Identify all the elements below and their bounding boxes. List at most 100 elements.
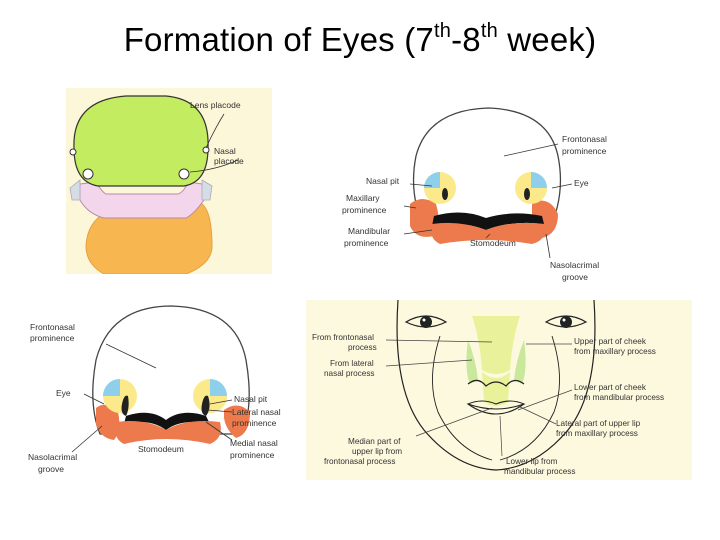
upper-lip [466, 400, 526, 410]
label-maxillary-1: Maxillary [346, 193, 380, 203]
lower-lip [467, 403, 525, 415]
label-nasolacrimal-1: Nasolacrimal [550, 260, 599, 270]
leader-eye [551, 183, 573, 189]
right-nasal-placode [178, 168, 190, 180]
label-lower-lip-1: Lower lip from [506, 457, 558, 466]
label-lower-cheek-1: Lower part of cheek [574, 383, 647, 392]
right-maxillary-prominence [224, 405, 250, 438]
label-lateral-nasal-1: Lateral nasal [232, 407, 281, 417]
leader-nasolacrimal [545, 233, 551, 259]
leader-lateral-nasal [207, 409, 233, 413]
stomodeum-mouth [432, 212, 544, 230]
right-eye-highlight [562, 318, 566, 322]
label-frontonasal-1: Frontonasal [562, 134, 607, 144]
label-nasolacrimal-2: groove [562, 272, 588, 282]
leader-lateral-nasal [385, 359, 473, 367]
label-nasal-placode-1: Nasal [214, 146, 236, 156]
label-lateral-lip-2: from maxillary process [556, 429, 638, 438]
label-lower-lip-2: mandibular process [504, 467, 575, 476]
leader-lower-lip [499, 415, 503, 457]
label-lens-placode: Lens placode [190, 100, 241, 110]
label-from-frontonasal-1: From frontonasal [312, 333, 374, 342]
right-cheek-line [499, 335, 560, 461]
left-cheek-line [432, 335, 493, 461]
leader-frontonasal [105, 343, 157, 369]
label-maxillary-2: prominence [342, 205, 387, 215]
right-iris [560, 316, 572, 328]
title-sup-1: th [433, 20, 452, 42]
label-from-frontonasal-2: process [348, 343, 377, 352]
leader-lower-cheek [517, 389, 573, 411]
title-suffix: week) [497, 21, 597, 58]
label-stomodeum: Stomodeum [138, 444, 184, 454]
mandibular-prominence [115, 421, 221, 444]
right-nasal-pit [524, 188, 530, 200]
slide-title: Formation of Eyes (7th-8th week) [0, 20, 720, 59]
label-mandibular-2: prominence [344, 238, 389, 248]
leader-nasolacrimal [71, 425, 103, 453]
title-sup-2: th [480, 20, 498, 42]
leader-medial-nasal [205, 421, 233, 441]
label-lateral-lip-1: Lateral part of upper lip [556, 419, 641, 428]
left-grey-tissue [69, 179, 81, 201]
right-lateral-nasal-region [514, 340, 526, 384]
leader-median-lip [415, 407, 493, 437]
leader-frontonasal [385, 339, 493, 343]
left-nasal-placode [82, 168, 94, 180]
label-upper-cheek-2: from maxillary process [574, 347, 656, 356]
title-mid: -8 [451, 21, 481, 58]
head-frontal-view-week7: Frontonasal prominence Nasal pit Eye Max… [342, 107, 607, 282]
label-nasal-pit: Nasal pit [366, 176, 400, 186]
left-lens-placode [69, 148, 77, 156]
lens-placode-diagram: Lens placode Nasal placode [66, 88, 272, 274]
leader-eye [83, 393, 105, 405]
stomodeum-mouth [124, 412, 210, 430]
left-eye-highlight [422, 318, 426, 322]
label-frontonasal-2: prominence [30, 333, 75, 343]
left-iris [420, 316, 432, 328]
leader-nasal-placode [189, 159, 239, 173]
label-median-lip-2: upper lip from [352, 447, 402, 456]
right-eye-blue [531, 172, 547, 188]
face-outline [396, 300, 596, 471]
left-eye-blue [424, 172, 440, 188]
label-nasal-pit: Nasal pit [234, 394, 268, 404]
head-frontal-view-week8: Frontonasal prominence Eye Nasal pit Lat… [28, 305, 281, 474]
mandibular-prominence [431, 222, 545, 244]
leader-frontonasal [503, 143, 559, 157]
right-eye-blue [210, 379, 227, 396]
left-lateral-nasal-region [466, 340, 478, 384]
label-median-lip-3: frontonasal process [324, 457, 395, 466]
right-lens-placode [202, 146, 210, 154]
left-nasal-pit [121, 395, 129, 416]
label-from-lateral-2: nasal process [324, 369, 375, 378]
label-mandibular-1: Mandibular [348, 226, 390, 236]
left-nasal-pit [442, 188, 448, 200]
leader-lateral-lip [517, 405, 557, 425]
leader-mandibular [403, 229, 433, 235]
label-upper-cheek-1: Upper part of cheek [574, 337, 647, 346]
face-derivatives-diagram: From frontonasal process From lateral na… [306, 300, 692, 480]
label-eye: Eye [574, 178, 589, 188]
label-from-lateral-1: From lateral [330, 359, 374, 368]
label-lateral-nasal-2: prominence [232, 418, 277, 428]
left-maxillary-prominence [96, 404, 120, 440]
leader-nasal-pit [409, 183, 433, 187]
label-lower-cheek-2: from mandibular process [574, 393, 664, 402]
label-nasal-placode-2: placode [214, 156, 244, 166]
label-stomodeum: Stomodeum [470, 238, 516, 248]
philtrum-region [482, 372, 510, 406]
green-prosencephalon [73, 95, 209, 187]
label-nasolacrimal-2: groove [38, 464, 64, 474]
label-frontonasal-2: prominence [562, 146, 607, 156]
right-grey-tissue [201, 179, 213, 201]
label-medial-nasal-2: prominence [230, 450, 275, 460]
leader-nasal-pit [209, 399, 233, 405]
leader-lens-placode [205, 113, 225, 149]
label-medial-nasal-1: Medial nasal [230, 438, 278, 448]
leader-stomodeum [485, 233, 491, 239]
leader-maxillary [403, 205, 417, 209]
title-prefix: Formation of Eyes (7 [123, 21, 434, 58]
right-eye-outline [544, 315, 588, 328]
frontonasal-nose-region [472, 316, 520, 374]
